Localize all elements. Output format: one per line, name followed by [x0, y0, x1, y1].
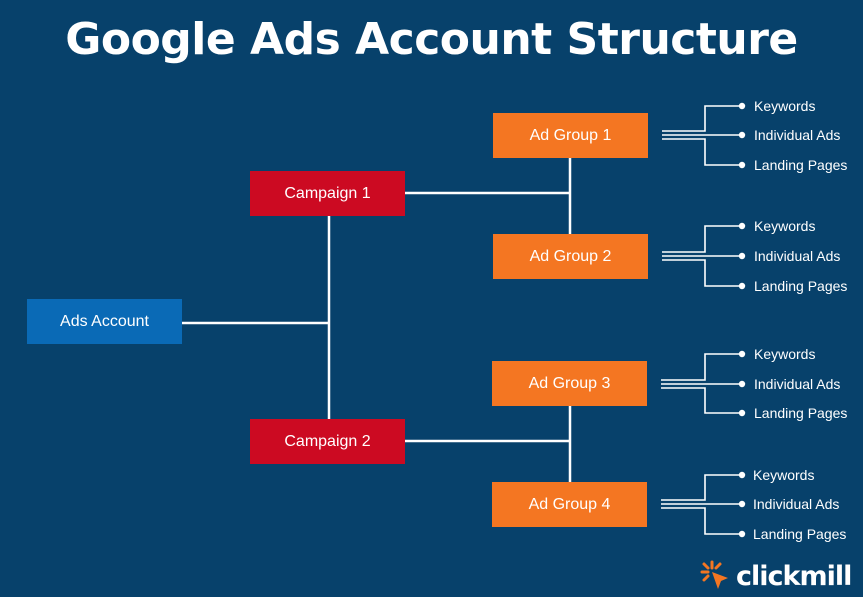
ad-group-label: Ad Group 4	[528, 495, 611, 513]
leaf-dot	[738, 282, 746, 290]
campaign-label: Campaign 2	[284, 432, 371, 450]
leaf-dot	[738, 500, 746, 508]
leaf-connector	[662, 225, 741, 253]
ad-group-box-3: Ad Group 3	[492, 361, 647, 406]
leaf-dot	[738, 350, 746, 358]
leaf-dot	[738, 471, 746, 479]
leaf-dot	[738, 102, 746, 110]
leaf-connector	[661, 353, 741, 381]
ad-group-box-4: Ad Group 4	[492, 482, 647, 527]
leaf-connector	[661, 474, 741, 501]
leaf-dot	[738, 161, 746, 169]
campaign-box-2: Campaign 2	[250, 419, 405, 464]
leaf-connector	[662, 105, 741, 132]
leaf-landing-pages: Landing Pages	[754, 157, 848, 173]
ad-group-label: Ad Group 2	[529, 247, 612, 265]
leaf-dot	[738, 131, 746, 139]
leaf-dot	[738, 252, 746, 260]
leaf-connector	[661, 507, 741, 535]
leaf-keywords: Keywords	[754, 98, 816, 114]
campaign-box-1: Campaign 1	[250, 171, 405, 216]
leaf-connector	[662, 138, 741, 166]
leaf-individual-ads: Individual Ads	[754, 248, 841, 264]
ads-account-label: Ads Account	[60, 312, 149, 330]
leaf-connector	[661, 387, 741, 414]
diagram-title: Google Ads Account Structure	[65, 14, 798, 65]
ad-group-box-2: Ad Group 2	[493, 234, 648, 279]
campaign-label: Campaign 1	[284, 184, 371, 202]
leaf-dot	[738, 530, 746, 538]
clickmill-logo: clickmill	[698, 558, 852, 594]
leaf-individual-ads: Individual Ads	[754, 376, 841, 392]
ads-account-box: Ads Account	[27, 299, 182, 344]
starburst-cursor-icon	[700, 560, 728, 589]
leaf-landing-pages: Landing Pages	[754, 278, 848, 294]
leaf-dot	[738, 380, 746, 388]
leaf-landing-pages: Landing Pages	[753, 526, 847, 542]
leaf-landing-pages: Landing Pages	[754, 405, 848, 421]
ad-group-label: Ad Group 3	[528, 374, 611, 392]
ad-group-box-1: Ad Group 1	[493, 113, 648, 158]
leaf-keywords: Keywords	[754, 346, 816, 362]
leaf-keywords: Keywords	[753, 467, 815, 483]
leaf-dot	[738, 409, 746, 417]
leaf-dot	[738, 222, 746, 230]
leaf-individual-ads: Individual Ads	[754, 127, 841, 143]
logo-text: clickmill	[736, 560, 852, 592]
leaf-connector	[662, 259, 741, 287]
ad-group-label: Ad Group 1	[529, 126, 612, 144]
leaf-individual-ads: Individual Ads	[753, 496, 840, 512]
leaf-keywords: Keywords	[754, 218, 816, 234]
